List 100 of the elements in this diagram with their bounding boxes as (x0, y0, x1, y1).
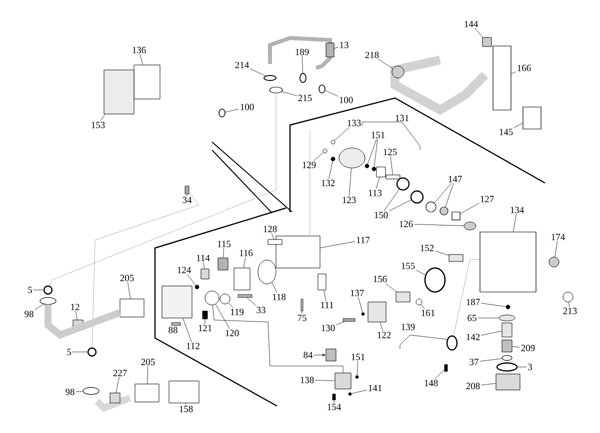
leader-line (474, 28, 483, 38)
part (498, 314, 516, 322)
callout-number: 174 (552, 234, 565, 240)
leader-line (314, 354, 326, 356)
leader-line (324, 290, 326, 302)
leader-line (385, 282, 396, 292)
callout-number: 123 (342, 196, 356, 204)
callout-number: 208 (466, 382, 480, 390)
callout-number: 213 (563, 308, 577, 314)
leader-line (320, 241, 356, 248)
leader-line (512, 346, 520, 348)
part (410, 190, 424, 204)
leader-line (480, 383, 496, 386)
part (171, 322, 181, 326)
callout-number: 227 (113, 370, 127, 376)
part (300, 298, 304, 312)
part (482, 37, 492, 47)
part (200, 268, 210, 280)
part (448, 254, 464, 262)
callout-number: 209 (521, 344, 535, 352)
leader-line (445, 182, 454, 208)
leader-line (434, 250, 449, 256)
callout-number: 126 (400, 220, 413, 228)
leader-line (376, 177, 380, 189)
callout-number: 34 (182, 196, 192, 204)
callout-number: 145 (500, 128, 513, 136)
callout-number: 5 (28, 286, 32, 294)
leader-line (228, 302, 234, 308)
leader-line (384, 189, 400, 211)
callout-number: 114 (196, 254, 210, 262)
part (238, 294, 252, 298)
part (322, 148, 328, 154)
callout-number: 152 (420, 244, 434, 252)
part (376, 166, 386, 178)
leader-line (314, 380, 335, 381)
callout-number: 205 (141, 358, 155, 366)
callout-number: 154 (328, 404, 341, 410)
part (168, 380, 200, 404)
part (368, 302, 386, 322)
leader-line (460, 202, 480, 214)
leader-line (334, 126, 350, 141)
assembly-line (92, 192, 200, 348)
part (330, 156, 336, 162)
leader-line (517, 366, 527, 368)
part (496, 374, 520, 390)
part (348, 392, 352, 396)
leader-line (244, 256, 246, 268)
part (480, 232, 536, 292)
callout-number: 138 (300, 376, 314, 384)
part (218, 258, 228, 270)
part (43, 285, 53, 295)
callout-number: 37 (470, 358, 478, 366)
leader-line (182, 318, 192, 342)
leader-line (100, 114, 106, 121)
leader-line (349, 168, 352, 196)
leader-line (34, 304, 44, 310)
leader-line (351, 390, 368, 394)
leader-line (414, 224, 464, 226)
part (492, 46, 512, 110)
leader-line (215, 304, 230, 329)
part (562, 292, 574, 302)
part (502, 322, 512, 338)
part (218, 108, 226, 118)
part (134, 384, 160, 402)
leader-line (186, 274, 196, 286)
part (392, 66, 404, 78)
part (326, 348, 336, 362)
assembly-line (453, 258, 480, 336)
leader-line (420, 304, 425, 309)
callout-number: 139 (402, 324, 415, 330)
part (300, 73, 306, 83)
callout-number: 3 (528, 364, 532, 370)
part (342, 318, 356, 322)
part (338, 148, 366, 168)
part (40, 297, 56, 305)
part (424, 267, 446, 293)
part (202, 310, 208, 320)
leader-line (416, 270, 426, 276)
part (452, 212, 460, 220)
callout-number: 129 (302, 162, 316, 168)
leader-line (334, 46, 338, 49)
part (446, 335, 458, 351)
leader-line (388, 200, 412, 212)
part (330, 140, 336, 144)
callout-number: 147 (448, 176, 462, 182)
part (355, 375, 359, 379)
callout-number: 187 (466, 298, 480, 306)
callout-number: 128 (264, 226, 277, 232)
callout-number: 151 (372, 132, 385, 138)
callout-number: 215 (298, 94, 312, 102)
part (396, 177, 410, 191)
part (386, 174, 400, 180)
callout-number: 115 (218, 240, 231, 248)
leader-line (390, 156, 393, 175)
callout-number: 130 (322, 324, 335, 332)
callout-number: 155 (402, 262, 415, 270)
part (318, 274, 326, 290)
part (522, 106, 542, 130)
leader-line (204, 318, 206, 324)
part (134, 64, 160, 100)
